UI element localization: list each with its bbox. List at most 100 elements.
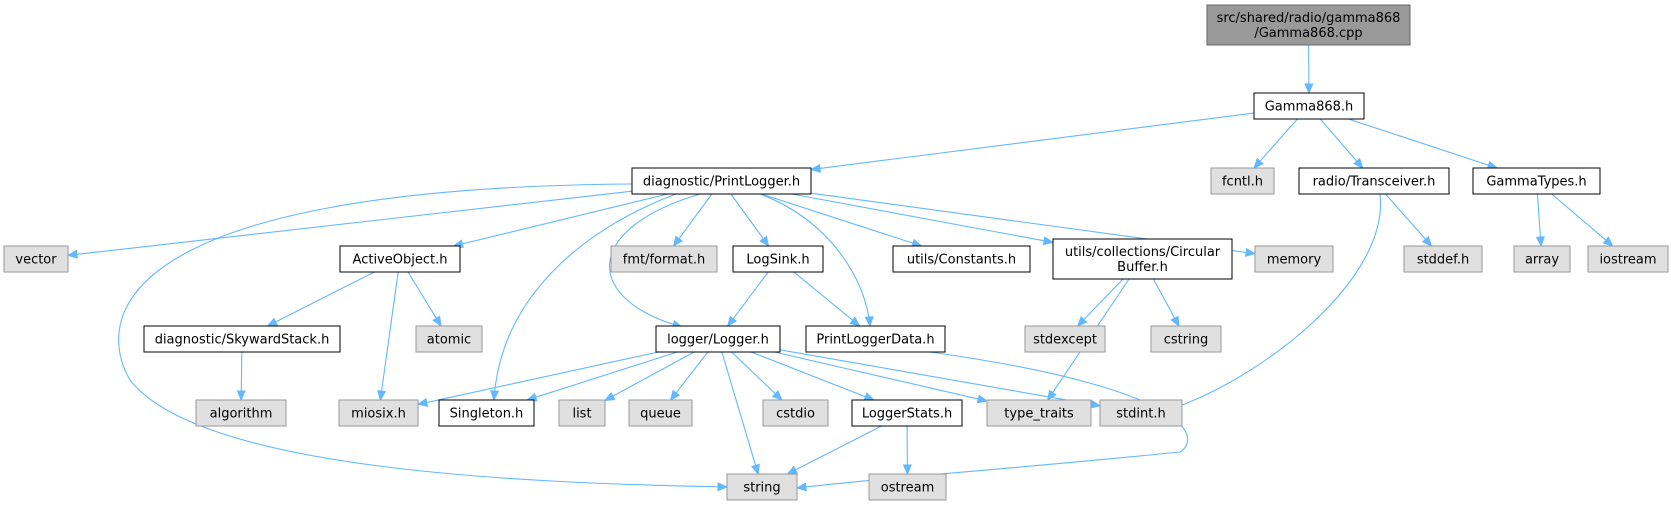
edge-gamma-h-to-printlogger-h-arrowhead bbox=[809, 163, 822, 173]
node-fcntl-h[interactable]: fcntl.h bbox=[1210, 167, 1275, 195]
node-string-box bbox=[726, 473, 798, 501]
node-gamma-cpp[interactable]: src/shared/radio/gamma868/Gamma868.cpp bbox=[1206, 4, 1411, 46]
edge-logger-h-to-list-line bbox=[611, 351, 695, 398]
edge-logger-h-to-singleton-h bbox=[525, 351, 678, 402]
node-logger-h[interactable]: logger/Logger.h bbox=[655, 325, 781, 353]
edge-transceiver-h-to-stddef-h-line bbox=[1385, 193, 1427, 241]
node-vector[interactable]: vector bbox=[3, 245, 69, 273]
node-atomic[interactable]: atomic bbox=[415, 325, 483, 353]
node-logsink-h[interactable]: LogSink.h bbox=[732, 245, 824, 273]
node-miosix-h[interactable]: miosix.h bbox=[338, 399, 419, 427]
edge-printlogger-h-to-constants-h-line bbox=[761, 193, 915, 245]
node-activeobject-h-box bbox=[339, 245, 461, 273]
node-gamma-cpp-box bbox=[1206, 4, 1411, 46]
node-stdint-h[interactable]: stdint.h bbox=[1099, 399, 1183, 427]
edge-logger-h-to-stdint-h-arrowhead bbox=[1089, 399, 1102, 409]
edge-loggerstats-h-to-string bbox=[786, 425, 882, 475]
edge-printlogger-h-to-string bbox=[118, 183, 729, 492]
node-stdexcept-box bbox=[1024, 325, 1106, 353]
edge-logger-h-to-list-arrowhead bbox=[603, 391, 616, 402]
node-gamma-h[interactable]: Gamma868.h bbox=[1253, 92, 1365, 120]
node-cstring[interactable]: cstring bbox=[1150, 325, 1222, 353]
edge-gammatypes-h-to-iostream bbox=[1551, 193, 1614, 247]
edges-layer bbox=[66, 44, 1614, 492]
node-gamma-h-label: Gamma868.h bbox=[1265, 100, 1354, 115]
node-array-box bbox=[1513, 245, 1571, 273]
edge-printlogger-h-to-logsink-h-line bbox=[730, 193, 765, 240]
node-loggerstats-h[interactable]: LoggerStats.h bbox=[851, 399, 963, 427]
edge-logger-h-to-type-traits-line bbox=[774, 351, 980, 400]
node-printloggerdata-h-label: PrintLoggerData.h bbox=[816, 333, 934, 348]
node-string[interactable]: string bbox=[726, 473, 798, 501]
node-printloggerdata-h[interactable]: PrintLoggerData.h bbox=[805, 325, 946, 353]
node-gamma-h-box bbox=[1253, 92, 1365, 120]
node-gamma-cpp-label-2: /Gamma868.cpp bbox=[1254, 26, 1362, 41]
node-activeobject-h-label: ActiveObject.h bbox=[353, 253, 448, 268]
edge-activeobject-h-to-skywardstack-h-arrowhead bbox=[266, 317, 279, 327]
edge-printlogger-h-to-string-arrowhead bbox=[717, 482, 729, 492]
edge-gamma-cpp-to-gamma-h-arrowhead bbox=[1304, 83, 1314, 95]
edge-logsink-h-to-logger-h-line bbox=[732, 271, 769, 320]
node-logger-h-box bbox=[655, 325, 781, 353]
edge-printlogger-h-to-fmt-format-h-arrowhead bbox=[672, 235, 683, 248]
node-fmt-format-h[interactable]: fmt/format.h bbox=[610, 245, 718, 273]
edge-gamma-h-to-printlogger-h bbox=[809, 112, 1255, 173]
edge-logger-h-to-list bbox=[603, 351, 695, 402]
node-list-box bbox=[558, 399, 606, 427]
node-constants-h[interactable]: utils/Constants.h bbox=[892, 245, 1031, 273]
node-stddef-h[interactable]: stddef.h bbox=[1403, 245, 1483, 273]
node-array[interactable]: array bbox=[1513, 245, 1571, 273]
node-iostream-label: iostream bbox=[1599, 253, 1656, 268]
edge-printlogger-h-to-constants-h bbox=[761, 193, 923, 248]
node-singleton-h[interactable]: Singleton.h bbox=[438, 399, 535, 427]
edge-printlogger-h-to-logsink-h-arrowhead bbox=[759, 235, 770, 248]
edge-gamma-cpp-to-gamma-h bbox=[1304, 44, 1314, 95]
node-printloggerdata-h-box bbox=[805, 325, 946, 353]
edge-gamma-h-to-fcntl-h bbox=[1253, 118, 1298, 169]
edge-logsink-h-to-logger-h bbox=[726, 271, 769, 328]
node-type-traits-box bbox=[986, 399, 1092, 427]
node-stdexcept[interactable]: stdexcept bbox=[1024, 325, 1106, 353]
edge-loggerstats-h-to-string-arrowhead bbox=[786, 465, 799, 475]
node-memory-label: memory bbox=[1267, 253, 1322, 268]
node-queue[interactable]: queue bbox=[628, 399, 693, 427]
edge-logger-h-to-loggerstats-h bbox=[751, 351, 875, 401]
node-transceiver-h[interactable]: radio/Transceiver.h bbox=[1298, 167, 1450, 195]
node-constants-h-label: utils/Constants.h bbox=[907, 253, 1016, 268]
edge-loggerstats-h-to-ostream bbox=[902, 425, 912, 476]
edge-circularbuffer-h-to-stdexcept bbox=[1076, 278, 1124, 327]
node-singleton-h-label: Singleton.h bbox=[450, 407, 524, 422]
edge-printlogger-h-to-logsink-h bbox=[730, 193, 770, 248]
edge-printlogger-h-to-activeobject-h-line bbox=[461, 193, 669, 245]
node-printlogger-h[interactable]: diagnostic/PrintLogger.h bbox=[631, 167, 812, 195]
node-singleton-h-box bbox=[438, 399, 535, 427]
node-circularbuffer-h-label-1: utils/collections/Circular bbox=[1065, 245, 1221, 260]
node-skywardstack-h[interactable]: diagnostic/SkywardStack.h bbox=[143, 325, 341, 353]
node-gammatypes-h-label: GammaTypes.h bbox=[1486, 175, 1586, 190]
edge-loggerstats-h-to-string-line bbox=[794, 425, 882, 471]
node-algorithm[interactable]: algorithm bbox=[195, 399, 287, 427]
edge-activeobject-h-to-atomic-line bbox=[407, 271, 438, 320]
edge-logger-h-to-queue-line bbox=[675, 351, 709, 395]
node-memory[interactable]: memory bbox=[1254, 245, 1334, 273]
node-ostream[interactable]: ostream bbox=[868, 473, 947, 501]
node-type-traits[interactable]: type_traits bbox=[986, 399, 1092, 427]
node-atomic-box bbox=[415, 325, 483, 353]
node-fcntl-h-label: fcntl.h bbox=[1222, 175, 1263, 190]
node-fmt-format-h-box bbox=[610, 245, 718, 273]
node-gammatypes-h[interactable]: GammaTypes.h bbox=[1472, 167, 1601, 195]
node-cstdio[interactable]: cstdio bbox=[762, 399, 829, 427]
node-iostream[interactable]: iostream bbox=[1587, 245, 1669, 273]
node-skywardstack-h-box bbox=[143, 325, 341, 353]
node-list[interactable]: list bbox=[558, 399, 606, 427]
node-miosix-h-box bbox=[338, 399, 419, 427]
node-logger-h-label: logger/Logger.h bbox=[667, 333, 769, 348]
edge-gamma-h-to-fcntl-h-line bbox=[1258, 118, 1298, 163]
edge-transceiver-h-to-stddef-h bbox=[1385, 193, 1433, 247]
node-type-traits-label: type_traits bbox=[1004, 407, 1074, 422]
node-activeobject-h[interactable]: ActiveObject.h bbox=[339, 245, 461, 273]
node-cstdio-box bbox=[762, 399, 829, 427]
edge-logger-h-to-stdint-h bbox=[779, 349, 1102, 409]
